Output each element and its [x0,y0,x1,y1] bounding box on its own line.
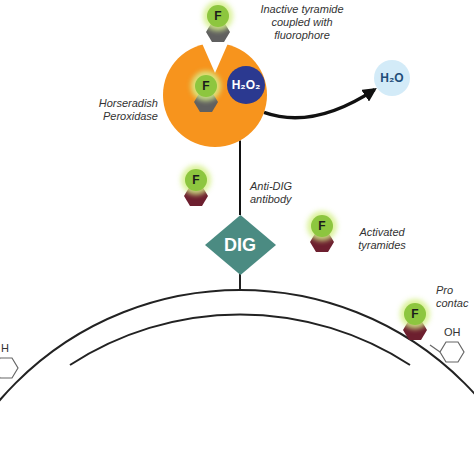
annotation-label: Activated tyramides [346,226,418,252]
diamond-text: DIG [224,235,256,255]
molecule-formula: H₂O [380,71,403,85]
phenol-ring [0,358,18,378]
annotation-label: Inactive tyramide coupled with fluoropho… [252,3,352,42]
bond-line [430,345,440,352]
tyramide-fluorophore: F [207,5,229,45]
molecule-formula: H₂O₂ [232,78,261,92]
fluorophore-circle: F [404,303,426,325]
membrane-outer [0,290,474,474]
fluorophore-circle: F [311,215,333,237]
membrane-inner [70,314,410,365]
fluorophore-circle: F [195,75,217,97]
tyramide-fluorophore: F [195,75,217,115]
dig-label: DIG [224,235,256,255]
tyramide-fluorophore: F [404,303,426,343]
connector [264,90,374,118]
fluorophore-letter: F [202,79,209,93]
annotation-label: Pro contac [436,284,472,310]
stem-line [239,274,241,290]
fluorophore-circle: F [185,169,207,191]
diamond-fill [205,215,276,275]
connector [239,141,241,215]
peroxidase-enzyme: Horseradish PeroxidaseFH₂O₂ [163,43,267,147]
enzyme-name: Horseradish Peroxidase [76,97,158,123]
annotation-label: Anti-DIG antibody [250,180,320,206]
tyramide-fluorophore: F [185,169,207,209]
fluorophore-letter: F [318,219,325,233]
fluorophore-circle: F [207,5,229,27]
enzyme-notch [201,43,229,73]
fluorophore-letter: F [214,9,221,23]
dig-diamond: DIG [205,215,276,275]
fluorophore-letter: F [192,173,199,187]
annotation-label: H [1,342,13,355]
annotation-label: OH [444,326,468,339]
molecule-circle: H₂O [374,60,410,96]
fluorophore-letter: F [411,307,418,321]
tyramide-fluorophore: F [311,215,333,255]
phenol-ring [440,342,464,362]
molecule-circle: H₂O₂ [227,66,265,104]
